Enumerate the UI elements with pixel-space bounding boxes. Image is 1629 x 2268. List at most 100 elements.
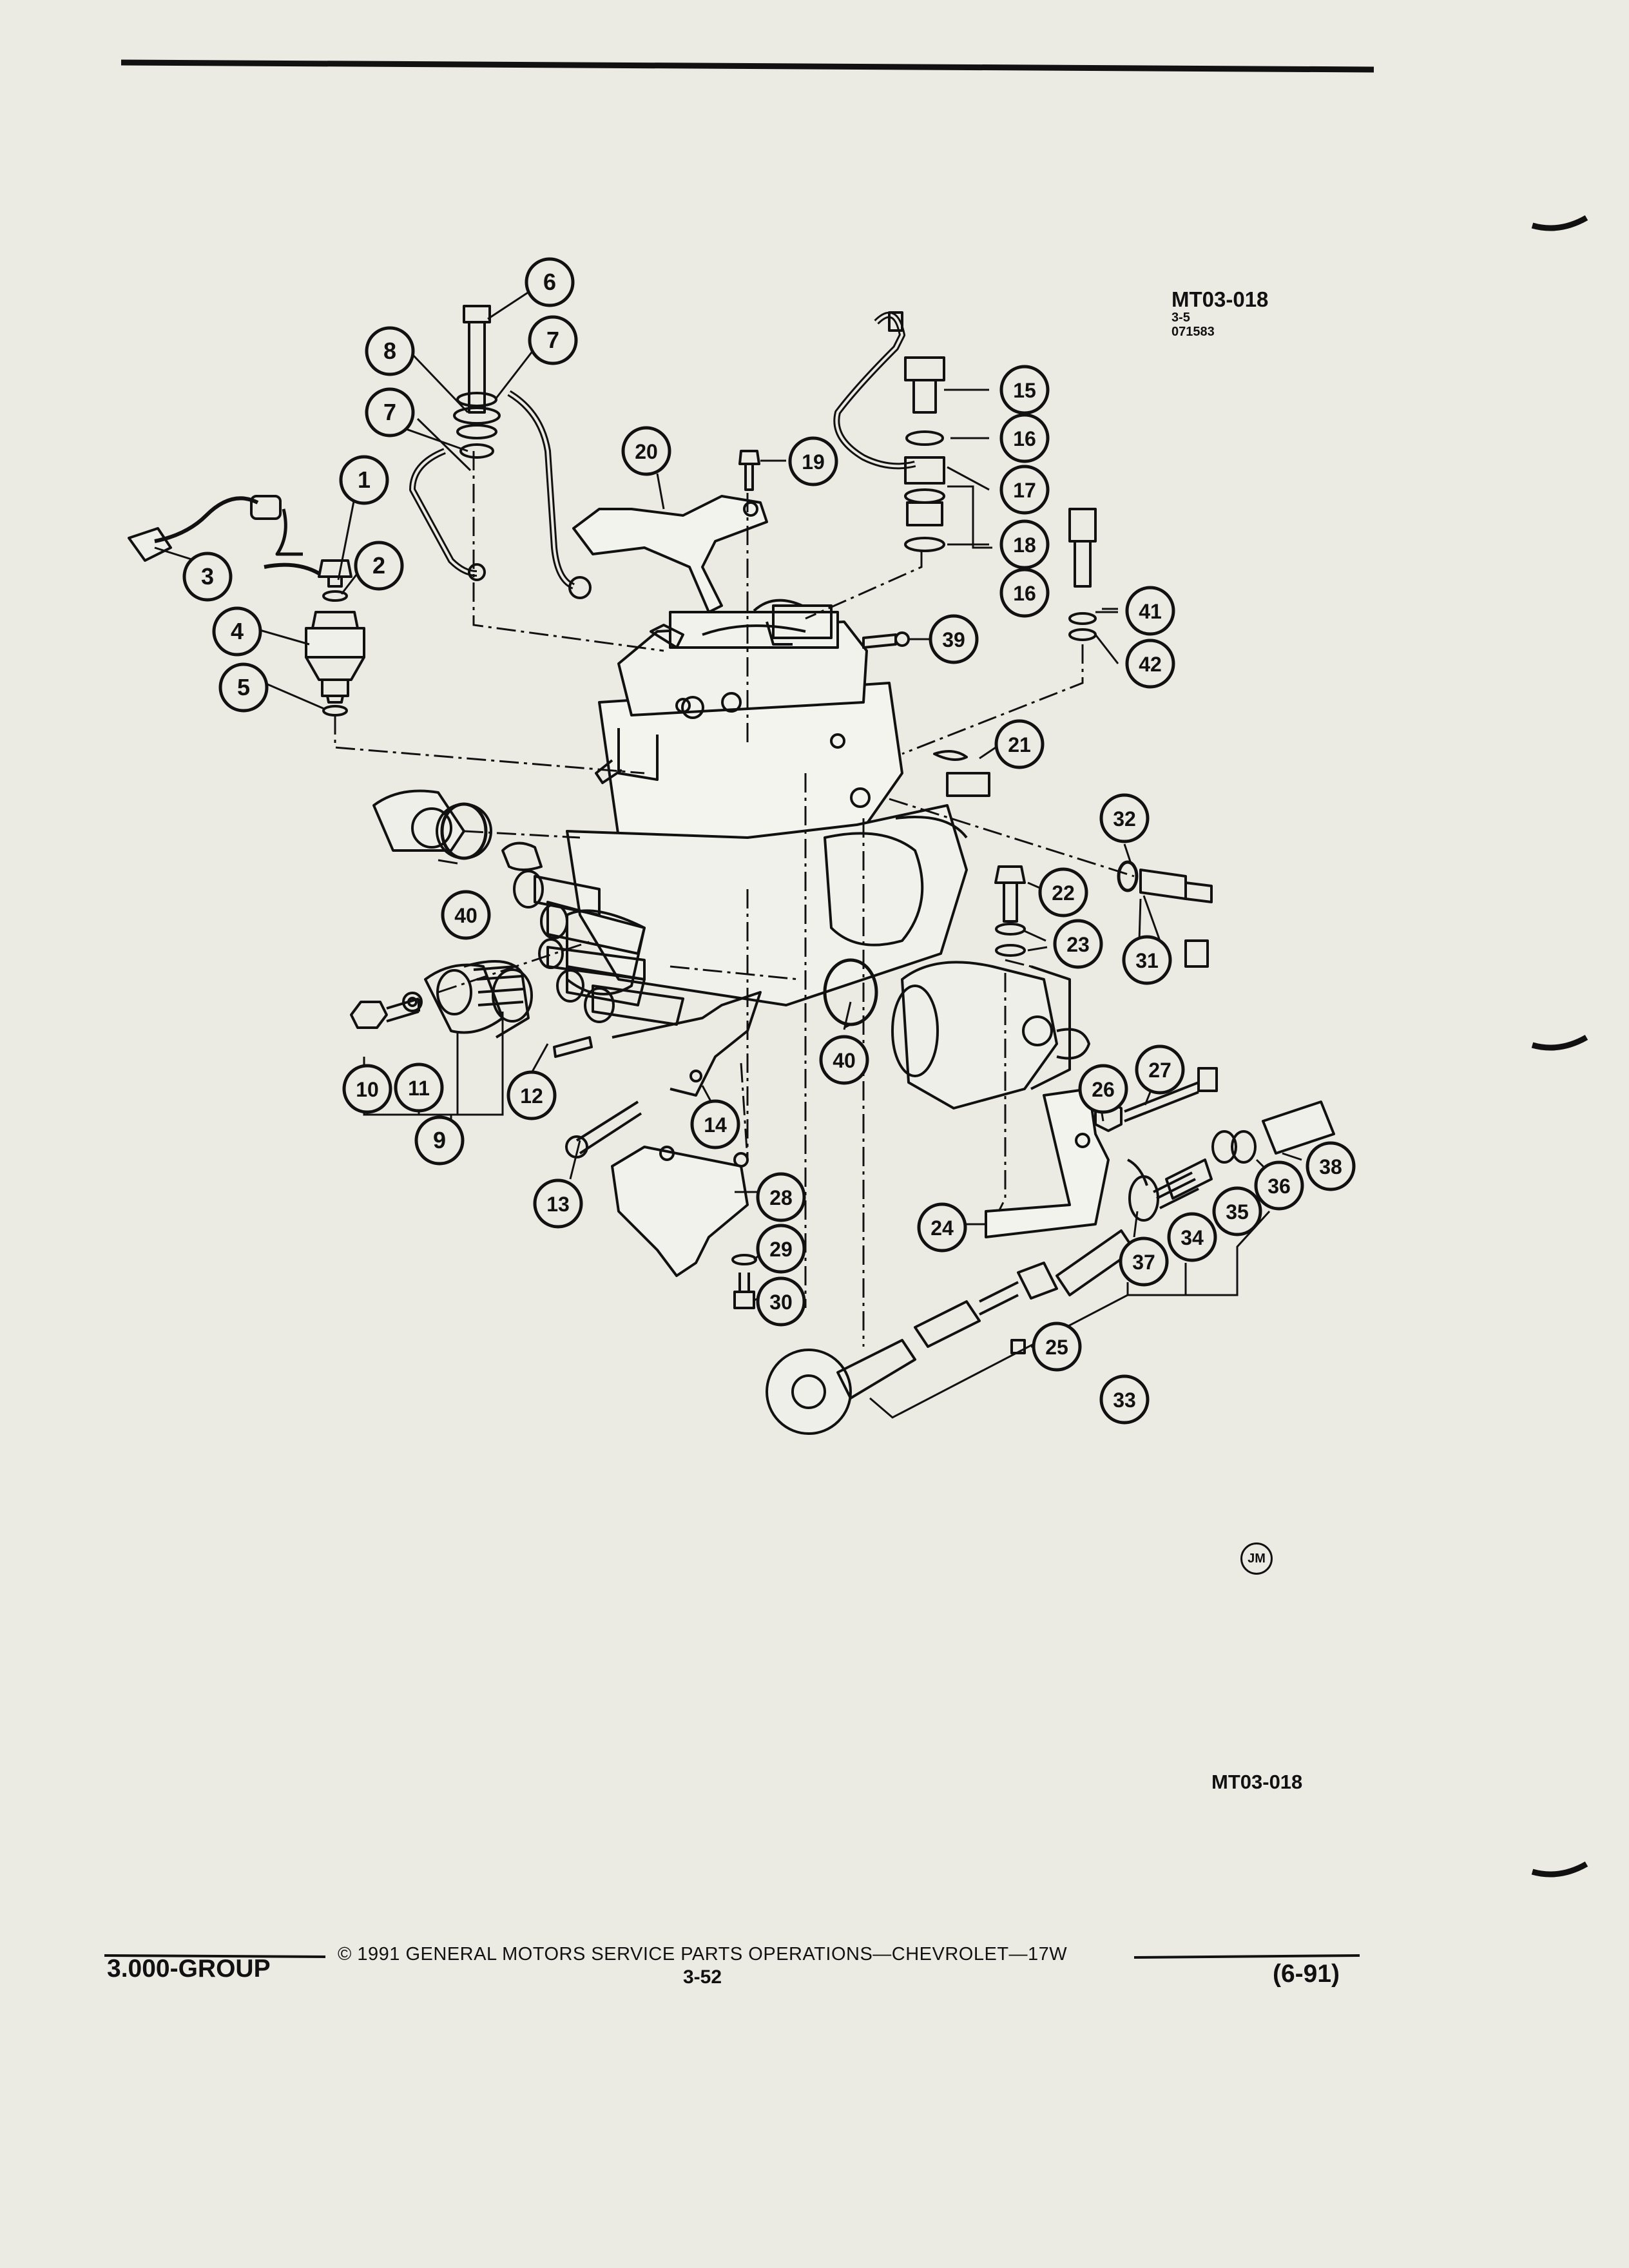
callout-circle [533,1178,583,1229]
callout-circle [1099,793,1150,843]
callout-circle [441,890,491,940]
callout-36: 36 [1254,1160,1304,1211]
callout-7: 7 [365,387,415,437]
callout-circle [917,1202,967,1253]
callout-number: 35 [1226,1200,1249,1224]
callout-number: 38 [1319,1155,1342,1178]
callout-number: 24 [930,1216,954,1240]
callout-circle [528,315,578,365]
callout-number: 16 [1013,427,1036,450]
callout-41: 41 [1125,586,1175,636]
callout-circle [819,1035,869,1085]
callout-circle [414,1115,465,1166]
callout-circle [212,606,262,657]
callout-circle [525,257,575,307]
callout-number: 39 [942,628,965,651]
callout-32: 32 [1099,793,1150,843]
callout-circle [1125,639,1175,689]
callout-15: 15 [999,365,1050,415]
callout-circle [1212,1186,1262,1236]
callout-circle [1099,1374,1150,1425]
injection-pump-drawing [128,305,1335,1435]
callout-number: 40 [833,1049,856,1072]
callout-circle [1254,1160,1304,1211]
callout-7: 7 [528,315,578,365]
callout-circle [365,326,415,376]
callout-circle [756,1172,806,1222]
callout-circle [339,455,389,505]
callout-number: 34 [1181,1226,1204,1249]
callout-28: 28 [756,1172,806,1222]
callout-number: 26 [1092,1078,1115,1101]
callout-number: 25 [1045,1336,1068,1359]
callout-circle [1053,919,1103,969]
footer-rule-right [1133,1954,1360,1959]
revision-date: (6-91) [1273,1960,1340,1988]
callout-number: 33 [1113,1389,1136,1412]
callout-27: 27 [1135,1044,1185,1095]
callout-number: 17 [1013,479,1036,502]
callout-21: 21 [994,719,1045,769]
callout-circle [182,552,233,602]
callout-16: 16 [999,568,1050,618]
callout-19: 19 [788,436,838,486]
callout-6: 6 [525,257,575,307]
callout-number: 31 [1135,949,1159,972]
callout-circle [1306,1141,1356,1191]
callout-number: 30 [769,1291,793,1314]
callout-18: 18 [999,519,1050,570]
callout-number: 5 [237,674,250,700]
callout-3: 3 [182,552,233,602]
callout-12: 12 [506,1070,557,1120]
callout-number: 1 [358,466,371,493]
callout-number: 29 [769,1238,793,1261]
callout-number: 37 [1132,1251,1155,1274]
callout-circle [218,662,269,713]
callout-2: 2 [354,541,404,591]
callout-circle [999,465,1050,515]
callout-circle [756,1224,806,1274]
callout-22: 22 [1038,867,1088,918]
callout-40: 40 [441,890,491,940]
callout-37: 37 [1119,1236,1169,1287]
callout-35: 35 [1212,1186,1262,1236]
callout-number: 20 [635,440,658,463]
callout-circle [788,436,838,486]
callout-5: 5 [218,662,269,713]
callout-circle [365,387,415,437]
callout-circle [1078,1064,1128,1114]
callout-circle [994,719,1045,769]
callout-circle [999,413,1050,463]
callout-number: 15 [1013,379,1036,402]
callout-number: 14 [704,1113,727,1137]
callout-30: 30 [756,1276,806,1327]
callout-number: 11 [408,1077,430,1100]
callout-number: 7 [546,327,559,353]
bottom-figure-id: MT03-018 [1211,1771,1303,1793]
callout-38: 38 [1306,1141,1356,1191]
callout-25: 25 [1032,1321,1082,1372]
callout-1: 1 [339,455,389,505]
callout-circle [999,365,1050,415]
callout-circle [1122,935,1172,985]
callout-16: 16 [999,413,1050,463]
group-label: 3.000-GROUP [107,1955,271,1983]
callout-circle [999,568,1050,618]
callout-number: 4 [231,618,244,644]
callout-17: 17 [999,465,1050,515]
callout-9: 9 [414,1115,465,1166]
margin-mark [1531,215,1588,231]
illustrator-mark: JM [1240,1542,1273,1575]
callout-number: 12 [520,1084,543,1108]
callout-number: 28 [769,1186,793,1209]
callout-10: 10 [342,1064,392,1114]
callout-4: 4 [212,606,262,657]
callout-number: 27 [1148,1059,1171,1082]
callout-number: 7 [383,399,396,425]
callout-circle [354,541,404,591]
callout-circle [690,1099,740,1149]
callout-number: 9 [433,1127,446,1153]
callout-circle [621,426,671,476]
margin-mark [1531,1035,1588,1051]
